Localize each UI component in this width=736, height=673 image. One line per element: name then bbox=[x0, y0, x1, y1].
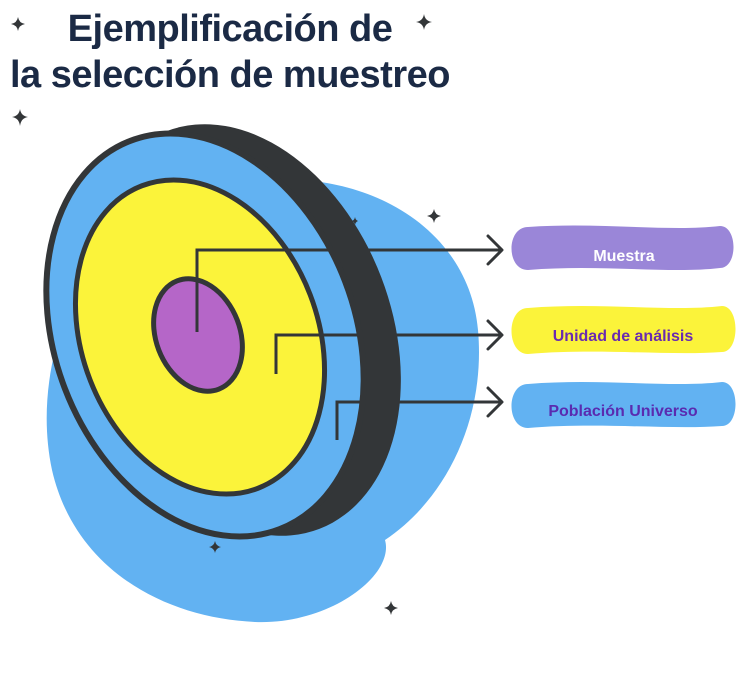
page-title: Ejemplificación de la selección de muest… bbox=[0, 6, 460, 98]
arrowhead-poblacion bbox=[486, 386, 504, 418]
sparkle-icon bbox=[416, 14, 432, 30]
sparkle-icon bbox=[384, 601, 398, 615]
pill-muestra bbox=[511, 225, 734, 270]
pill-poblacion bbox=[511, 382, 736, 428]
arrowhead-muestra bbox=[486, 234, 504, 266]
sparkle-icon bbox=[352, 217, 358, 225]
connector-muestra bbox=[195, 248, 500, 332]
title-line-1: Ejemplificación de bbox=[67, 8, 393, 50]
sparkle-icon bbox=[209, 541, 221, 553]
pill-unidad bbox=[511, 306, 736, 354]
label-unidad: Unidad de análisis bbox=[553, 328, 694, 345]
sparkle-icon bbox=[12, 109, 28, 126]
inner-core bbox=[151, 276, 245, 394]
label-muestra: Muestra bbox=[593, 248, 654, 265]
label-poblacion: Población Universo bbox=[548, 403, 698, 420]
connector-unidad bbox=[274, 333, 500, 374]
arrowhead-unidad bbox=[486, 319, 504, 351]
connector-poblacion bbox=[335, 400, 500, 440]
sparkle-icon bbox=[427, 209, 441, 223]
title-line-2: la selección de muestreo bbox=[10, 54, 450, 96]
sparkle-icon bbox=[11, 17, 25, 31]
